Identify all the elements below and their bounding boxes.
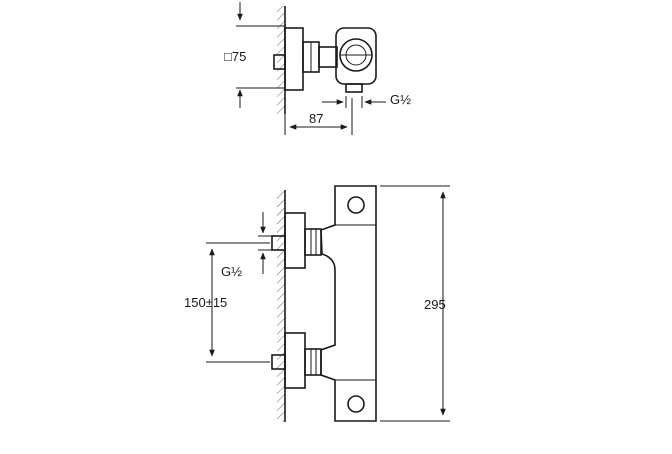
top-rear-spigot <box>273 54 286 70</box>
front-spacing-dim-label: 150±15 <box>184 295 227 310</box>
lower-rear-spigot <box>271 354 286 370</box>
top-width-dim-label: 87 <box>309 111 323 126</box>
top-arm <box>318 46 338 68</box>
lower-flange-plate <box>284 332 306 389</box>
top-valve-body <box>335 27 377 85</box>
top-flange-plate <box>284 27 304 91</box>
upper-rear-spigot <box>271 235 286 251</box>
upper-flange-plate <box>284 212 306 269</box>
upper-nut <box>304 228 322 256</box>
top-thread-dim-label: G½ <box>390 92 411 107</box>
lower-handle-circle <box>347 395 365 413</box>
top-square-dim-label: □75 <box>224 49 246 64</box>
top-view: □75 87 G½ <box>224 2 411 135</box>
lower-nut <box>304 348 322 376</box>
front-view: 295 150±15 G½ <box>184 185 450 422</box>
front-height-dim-label: 295 <box>424 297 446 312</box>
upper-handle-circle <box>347 196 365 214</box>
front-thread-dim-label: G½ <box>221 264 242 279</box>
mixer-body-outline <box>320 185 377 422</box>
front-wall-hatch <box>277 190 285 422</box>
top-outlet <box>345 83 363 93</box>
top-wall-hatch <box>277 6 285 114</box>
